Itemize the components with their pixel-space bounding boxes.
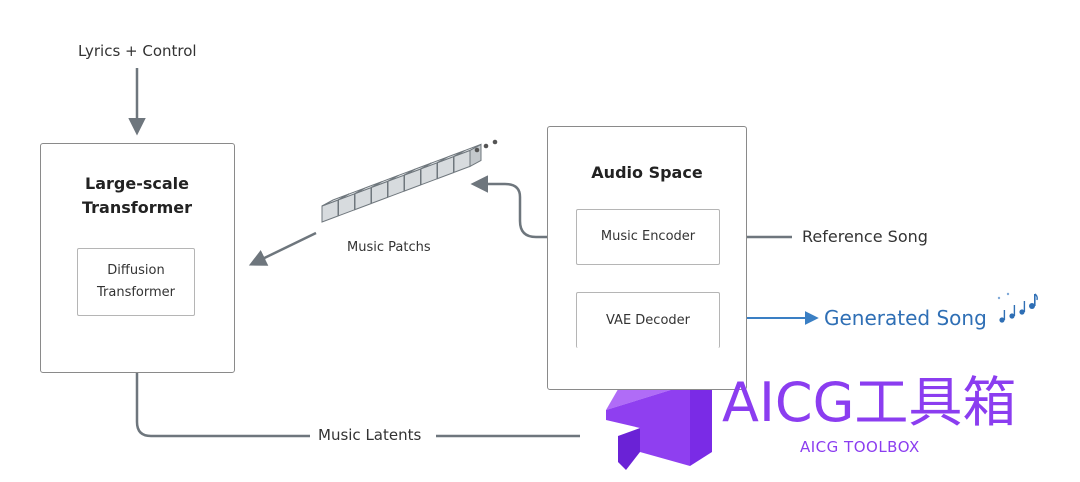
logo-subtitle: AICG TOOLBOX [800,438,920,456]
music-patches-label: Music Patchs [347,240,431,255]
music-latents-line [135,333,310,438]
patches-ellipsis [474,139,498,153]
generated-song-label: Generated Song [824,306,987,330]
lyrics-control-label: Lyrics + Control [78,42,197,60]
diffusion-line2: Transformer [96,285,175,300]
patches-to-transformer-arrow [248,231,317,266]
audio-space-title: Audio Space [591,163,703,182]
patch-cube [437,150,465,180]
patch-cube [387,168,416,198]
patch-cube [354,181,383,211]
music-notes-icon [997,292,1038,323]
vae-decoder-box: VAE Decoder [576,292,720,348]
transformer-title: Large-scale Transformer [41,172,233,220]
music-latents-label: Music Latents [318,426,422,444]
reference-song-label: Reference Song [802,227,928,246]
music-encoder-box: Music Encoder [576,209,720,265]
music-patches-cubes [321,143,482,223]
diffusion-transformer-box: Diffusion Transformer [77,248,195,316]
patch-cube [453,143,482,174]
transformer-title-line2: Transformer [81,198,192,217]
transformer-title-line1: Large-scale [85,174,189,193]
encoder-to-patches-arrow [470,175,576,239]
diffusion-line1: Diffusion [107,263,165,278]
logo-title: AICG工具箱 [722,371,1017,434]
audio-space-box: Audio Space Music Encoder VAE Decoder [547,126,747,390]
large-scale-transformer-box: Large-scale Transformer Diffusion Transf… [40,143,235,373]
